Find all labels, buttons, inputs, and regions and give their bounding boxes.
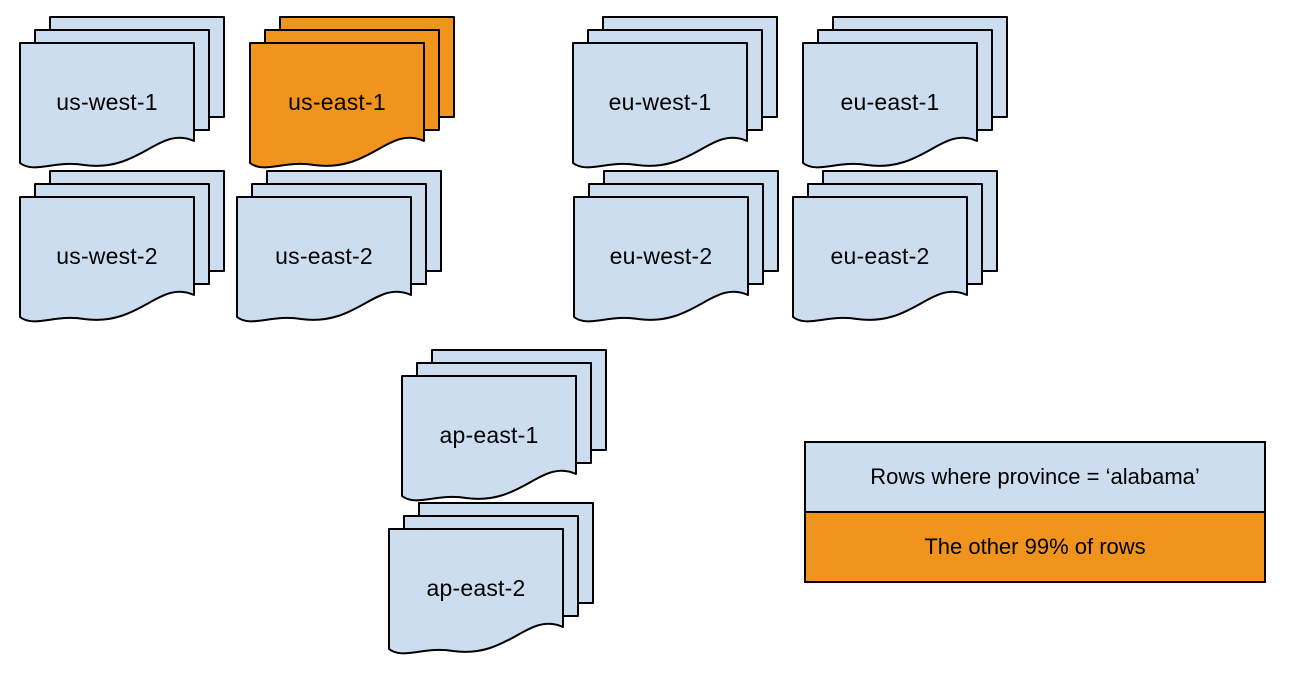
region-stack-ap-east-1: ap-east-1	[401, 349, 607, 505]
stacked-documents-icon	[573, 170, 779, 323]
legend-label: The other 99% of rows	[924, 534, 1146, 559]
stacked-documents-icon	[19, 16, 225, 169]
region-stack-eu-east-2: eu-east-2	[792, 170, 998, 326]
stacked-documents-icon	[572, 16, 778, 169]
legend-item-alabama-rows: Rows where province = ‘alabama’	[806, 443, 1264, 511]
stacked-documents-icon	[236, 170, 442, 323]
region-stack-eu-west-1: eu-west-1	[572, 16, 778, 172]
region-stack-eu-west-2: eu-west-2	[573, 170, 779, 326]
region-stack-us-east-2: us-east-2	[236, 170, 442, 326]
stacked-documents-icon	[249, 16, 455, 169]
region-stack-us-east-1: us-east-1	[249, 16, 455, 172]
stacked-documents-icon	[792, 170, 998, 323]
stacked-documents-icon	[388, 502, 594, 655]
region-stack-eu-east-1: eu-east-1	[802, 16, 1008, 172]
stacked-documents-icon	[19, 170, 225, 323]
stacked-documents-icon	[802, 16, 1008, 169]
legend-label: Rows where province = ‘alabama’	[870, 464, 1200, 489]
legend-item-other-rows: The other 99% of rows	[806, 511, 1264, 581]
stacked-documents-icon	[401, 349, 607, 502]
region-stack-us-west-1: us-west-1	[19, 16, 225, 172]
region-stack-us-west-2: us-west-2	[19, 170, 225, 326]
legend: Rows where province = ‘alabama’ The othe…	[804, 441, 1266, 583]
region-stack-ap-east-2: ap-east-2	[388, 502, 594, 658]
